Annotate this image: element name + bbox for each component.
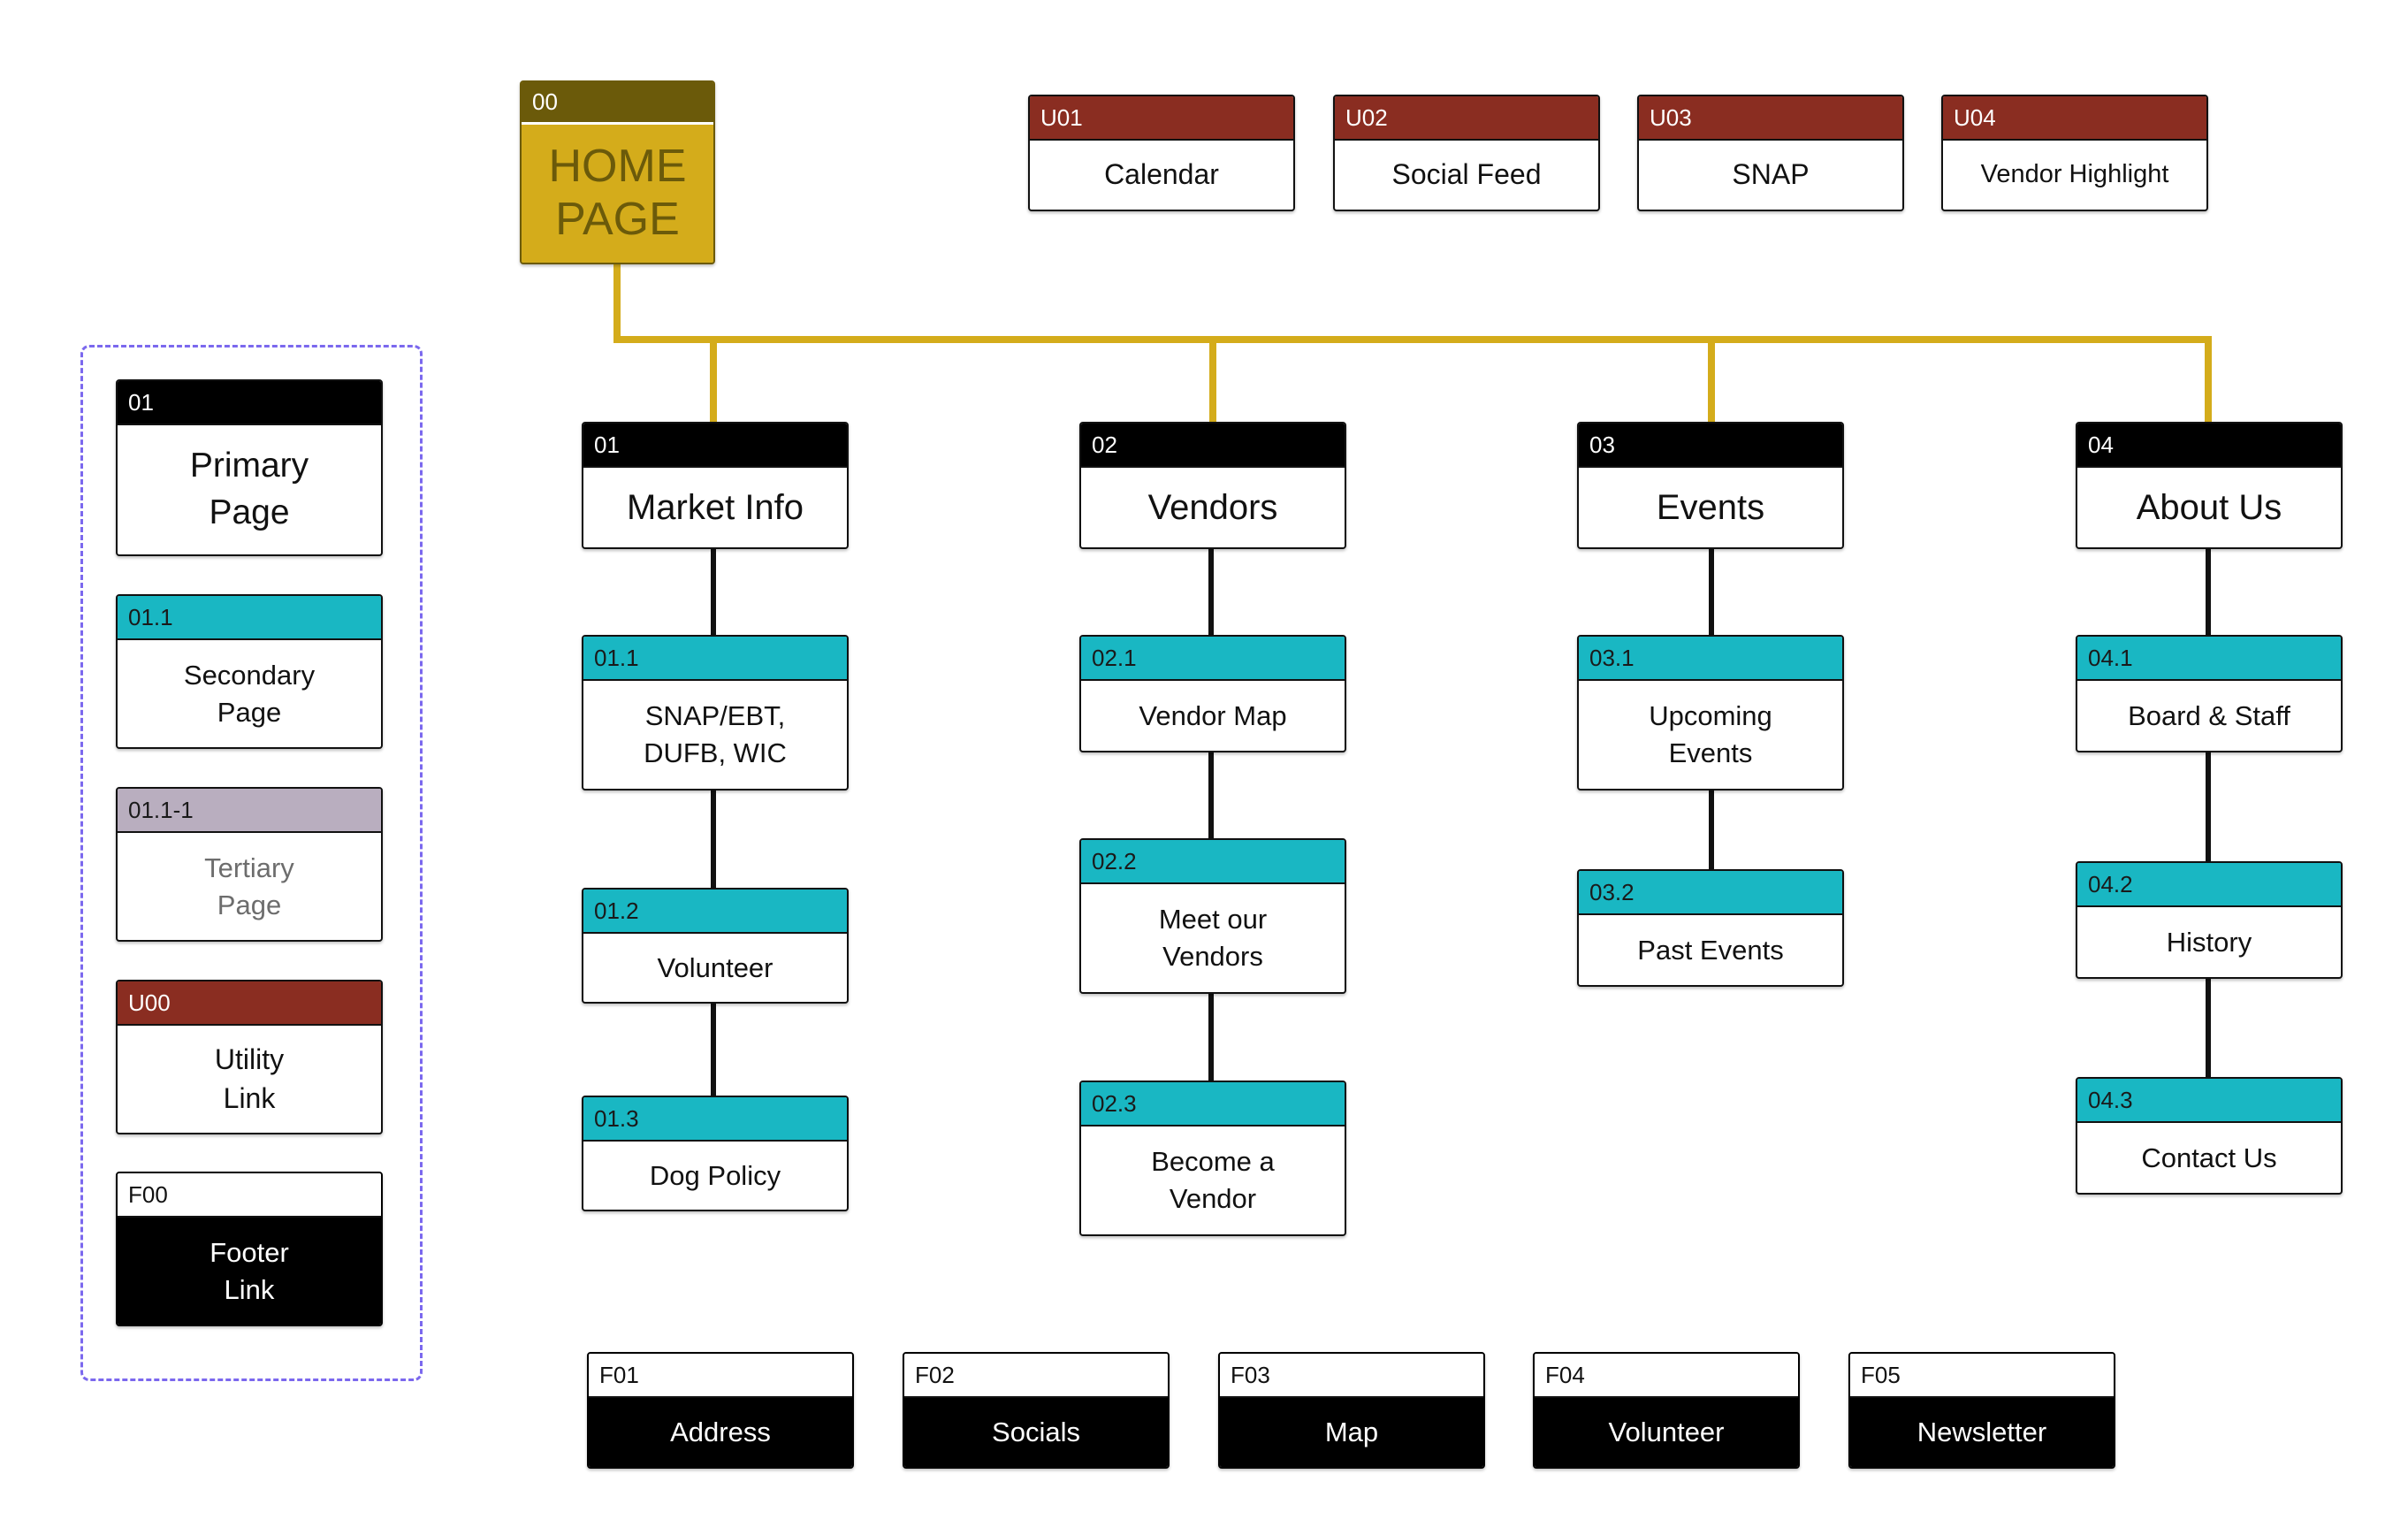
footer-label: Newsletter — [1850, 1398, 2114, 1467]
secondary-card-02-3[interactable]: 02.3 Become a Vendor — [1079, 1081, 1346, 1236]
utility-card-u01[interactable]: U01 Calendar — [1028, 95, 1295, 211]
legend-utility-code: U00 — [118, 981, 381, 1026]
footer-card-f02[interactable]: F02 Socials — [903, 1352, 1170, 1469]
primary-card-01[interactable]: 01 Market Info — [582, 422, 849, 549]
legend-primary-label: Primary Page — [189, 447, 309, 531]
secondary-label: Dog Policy — [649, 1159, 781, 1191]
utility-code: U04 — [1943, 96, 2206, 141]
home-label: HOME PAGE — [522, 125, 713, 263]
utility-label: Calendar — [1104, 158, 1219, 191]
legend-footer-card: F00 Footer Link — [116, 1172, 383, 1326]
secondary-label: Contact Us — [2141, 1142, 2277, 1173]
primary-label: Market Info — [626, 488, 804, 527]
home-connectors — [613, 263, 2212, 424]
primary-label: About Us — [2136, 488, 2282, 527]
secondary-label: Board & Staff — [2128, 699, 2290, 731]
secondary-code: 03.2 — [1579, 871, 1842, 915]
legend-primary-code: 01 — [118, 381, 381, 425]
legend-footer-code: F00 — [118, 1173, 381, 1218]
utility-label: Social Feed — [1391, 158, 1542, 191]
legend-tertiary-code: 01.1-1 — [118, 789, 381, 833]
legend-tertiary-label: Tertiary Page — [204, 852, 294, 920]
section-connectors — [711, 548, 2211, 1099]
footer-card-f01[interactable]: F01 Address — [587, 1352, 854, 1469]
home-code: 00 — [522, 82, 713, 125]
utility-label: Vendor Highlight — [1980, 160, 2169, 189]
legend-secondary-card: 01.1 Secondary Page — [116, 594, 383, 749]
secondary-code: 02.3 — [1081, 1082, 1345, 1126]
secondary-code: 02.2 — [1081, 840, 1345, 884]
utility-card-u02[interactable]: U02 Social Feed — [1333, 95, 1600, 211]
secondary-code: 04.3 — [2077, 1079, 2341, 1123]
secondary-card-04-3[interactable]: 04.3 Contact Us — [2076, 1077, 2343, 1195]
footer-code: F03 — [1220, 1354, 1483, 1398]
primary-code: 02 — [1081, 424, 1345, 468]
legend-secondary-code: 01.1 — [118, 596, 381, 640]
secondary-card-03-1[interactable]: 03.1 Upcoming Events — [1577, 635, 1844, 790]
primary-card-03[interactable]: 03 Events — [1577, 422, 1844, 549]
primary-code: 04 — [2077, 424, 2341, 468]
primary-code: 03 — [1579, 424, 1842, 468]
primary-card-02[interactable]: 02 Vendors — [1079, 422, 1346, 549]
secondary-code: 03.1 — [1579, 637, 1842, 681]
secondary-card-01-2[interactable]: 01.2 Volunteer — [582, 888, 849, 1004]
secondary-label: History — [2166, 926, 2252, 958]
secondary-card-02-2[interactable]: 02.2 Meet our Vendors — [1079, 838, 1346, 994]
secondary-card-03-2[interactable]: 03.2 Past Events — [1577, 869, 1844, 987]
footer-card-f03[interactable]: F03 Map — [1218, 1352, 1485, 1469]
footer-card-f04[interactable]: F04 Volunteer — [1533, 1352, 1800, 1469]
secondary-card-02-1[interactable]: 02.1 Vendor Map — [1079, 635, 1346, 752]
footer-code: F05 — [1850, 1354, 2114, 1398]
footer-label: Map — [1220, 1398, 1483, 1467]
legend-footer-label: Footer Link — [118, 1218, 381, 1325]
secondary-label: SNAP/EBT, DUFB, WIC — [644, 700, 787, 768]
utility-code: U02 — [1335, 96, 1598, 141]
secondary-label: Vendor Map — [1139, 699, 1287, 731]
footer-card-f05[interactable]: F05 Newsletter — [1848, 1352, 2115, 1469]
footer-code: F01 — [589, 1354, 852, 1398]
utility-label: SNAP — [1732, 158, 1810, 191]
utility-code: U01 — [1030, 96, 1293, 141]
utility-card-u04[interactable]: U04 Vendor Highlight — [1941, 95, 2208, 211]
primary-card-04[interactable]: 04 About Us — [2076, 422, 2343, 549]
primary-label: Vendors — [1147, 488, 1278, 527]
secondary-code: 01.2 — [583, 890, 847, 934]
legend-secondary-label: Secondary Page — [183, 659, 316, 728]
secondary-code: 04.2 — [2077, 863, 2341, 907]
secondary-label: Meet our Vendors — [1158, 904, 1268, 972]
legend-tertiary-card: 01.1-1 Tertiary Page — [116, 787, 383, 942]
footer-label: Address — [589, 1398, 852, 1467]
secondary-label: Past Events — [1637, 934, 1784, 966]
secondary-card-04-2[interactable]: 04.2 History — [2076, 861, 2343, 979]
secondary-card-01-1[interactable]: 01.1 SNAP/EBT, DUFB, WIC — [582, 635, 849, 790]
secondary-label: Upcoming Events — [1649, 700, 1772, 768]
secondary-code: 02.1 — [1081, 637, 1345, 681]
secondary-card-04-1[interactable]: 04.1 Board & Staff — [2076, 635, 2343, 752]
secondary-label: Become a Vendor — [1151, 1146, 1275, 1214]
footer-label: Socials — [904, 1398, 1168, 1467]
legend-utility-label: Utility Link — [214, 1043, 285, 1114]
utility-card-u03[interactable]: U03 SNAP — [1637, 95, 1904, 211]
footer-code: F02 — [904, 1354, 1168, 1398]
secondary-label: Volunteer — [657, 951, 773, 983]
secondary-code: 01.1 — [583, 637, 847, 681]
legend-primary-card: 01 Primary Page — [116, 379, 383, 556]
secondary-card-01-3[interactable]: 01.3 Dog Policy — [582, 1096, 849, 1211]
secondary-code: 01.3 — [583, 1097, 847, 1142]
utility-code: U03 — [1639, 96, 1902, 141]
legend-utility-card: U00 Utility Link — [116, 980, 383, 1134]
secondary-code: 04.1 — [2077, 637, 2341, 681]
legend-panel — [80, 345, 423, 1381]
primary-code: 01 — [583, 424, 847, 468]
footer-code: F04 — [1535, 1354, 1798, 1398]
home-page-card[interactable]: 00 HOME PAGE — [520, 80, 715, 264]
primary-label: Events — [1656, 488, 1765, 527]
footer-label: Volunteer — [1535, 1398, 1798, 1467]
